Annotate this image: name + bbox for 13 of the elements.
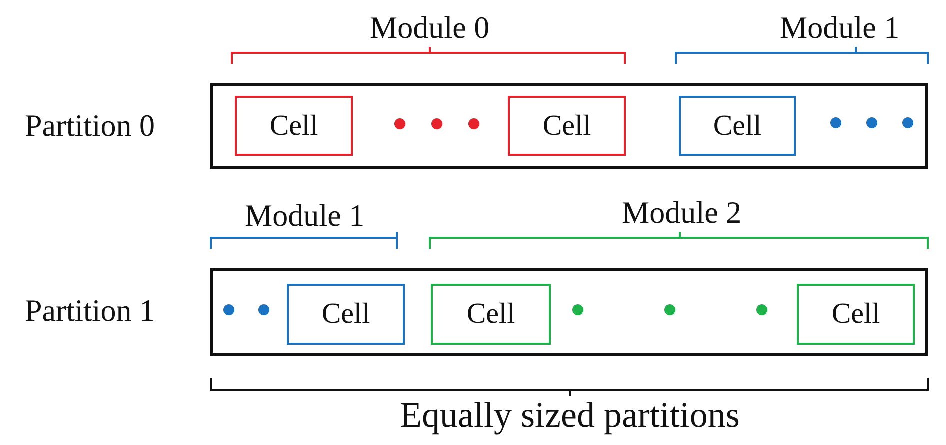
module-label: Module 1 xyxy=(245,200,365,231)
cell-box: Cell xyxy=(797,284,915,345)
cell-box: Cell xyxy=(679,96,796,156)
cell-box: Cell xyxy=(508,96,626,156)
cell-box: Cell xyxy=(235,96,353,156)
partition-label: Partition 1 xyxy=(25,293,156,329)
cell-box: Cell xyxy=(287,284,405,345)
caption-label: Equally sized partitions xyxy=(400,397,740,433)
module-label: Module 0 xyxy=(370,12,490,43)
cell-box: Cell xyxy=(431,284,551,345)
module-label: Module 2 xyxy=(622,197,742,228)
module-label: Module 1 xyxy=(780,12,900,43)
partition-label: Partition 0 xyxy=(25,108,156,144)
